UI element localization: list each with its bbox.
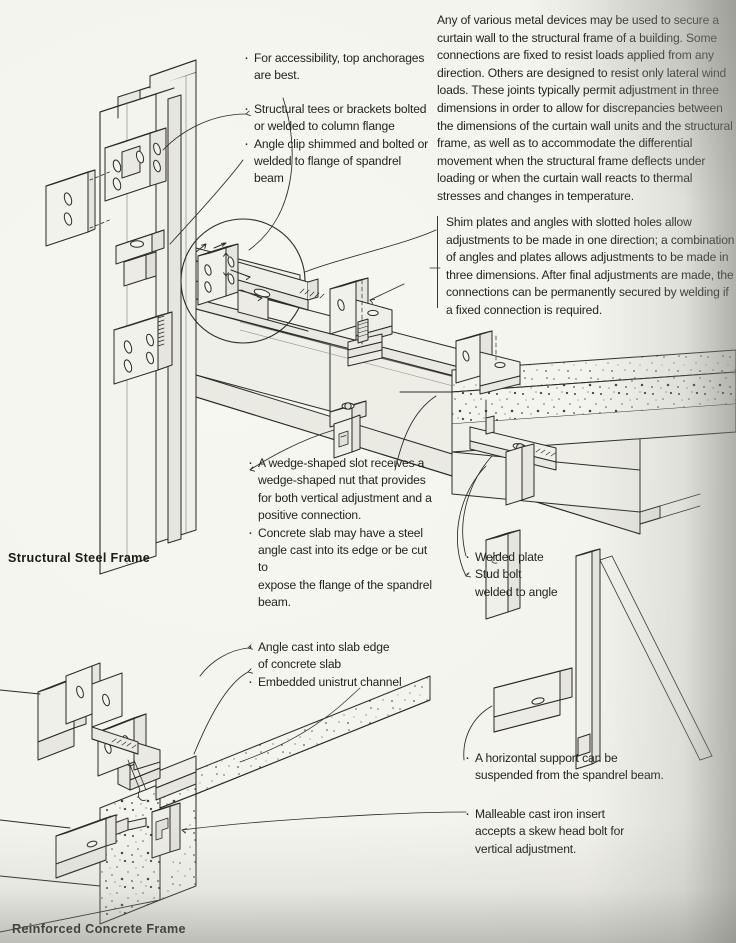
callout-slab-edge: Angle cast into slab edge of concrete sl… bbox=[247, 638, 447, 691]
callout-item: Structural tees or brackets bolted or we… bbox=[243, 100, 433, 136]
callout-item: Welded plate bbox=[464, 548, 644, 566]
callout-item: Embedded unistrut channel bbox=[247, 673, 447, 691]
shim-plates-paragraph: Shim plates and angles with slotted hole… bbox=[446, 215, 735, 317]
callout-item: For accessibility, top anchorages are be… bbox=[243, 49, 433, 85]
label-reinforced-concrete-frame: Reinforced Concrete Frame bbox=[12, 922, 186, 936]
callout-top-anchorages: For accessibility, top anchorages are be… bbox=[243, 49, 433, 188]
callout-item: Stud bolt welded to angle bbox=[464, 565, 644, 601]
callout-item: A horizontal support can be suspended fr… bbox=[464, 749, 664, 785]
callout-item: Angle clip shimmed and bolted or welded … bbox=[243, 135, 433, 188]
callout-item: Angle cast into slab edge of concrete sl… bbox=[247, 638, 447, 674]
callout-item: Malleable cast iron insert accepts a ske… bbox=[464, 805, 664, 858]
callout-item: A wedge-shaped slot receives a wedge-sha… bbox=[247, 454, 437, 525]
callout-wedge-slot: A wedge-shaped slot receives a wedge-sha… bbox=[247, 454, 437, 612]
callout-cast-iron-insert: Malleable cast iron insert accepts a ske… bbox=[464, 805, 664, 858]
callout-item: Concrete slab may have a steel angle cas… bbox=[247, 524, 437, 612]
callout-horizontal-support: A horizontal support can be suspended fr… bbox=[464, 749, 664, 785]
callout-welded-plate: Welded plate Stud bolt welded to angle bbox=[464, 548, 644, 601]
label-structural-steel-frame: Structural Steel Frame bbox=[8, 551, 151, 565]
paragraph-2-rule bbox=[437, 216, 438, 308]
intro-paragraph: Any of various metal devices may be used… bbox=[437, 13, 733, 203]
